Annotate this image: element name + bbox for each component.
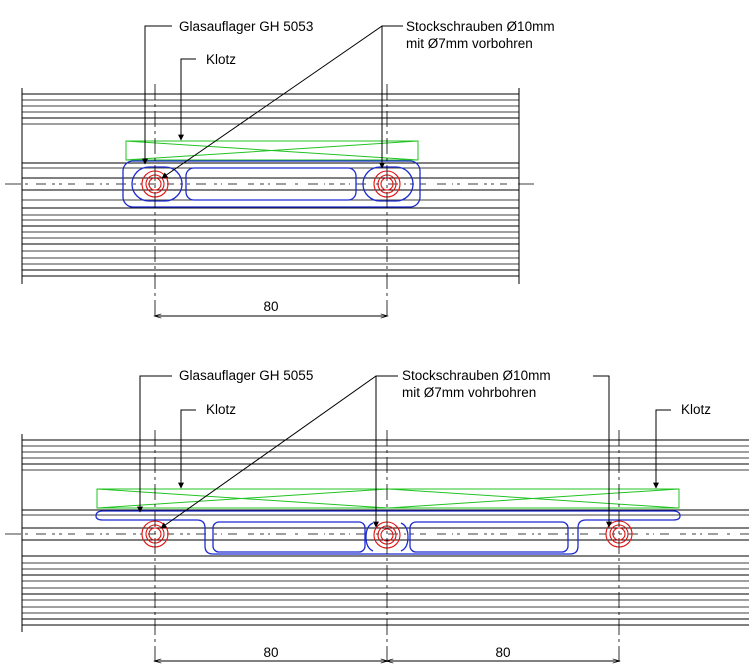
- top-leader-klotz: [178, 58, 196, 141]
- bottom-dimension-value-right: 80: [495, 645, 510, 660]
- bottom-label-klotz-left: Klotz: [206, 402, 236, 417]
- top-label-klotz: Klotz: [206, 52, 236, 67]
- top-leader-screws-left: [161, 25, 383, 179]
- bottom-leader-klotz-right: [653, 409, 671, 489]
- bottom-leader-screws-right: [593, 375, 612, 528]
- bottom-leader-klotz-left: [178, 409, 196, 489]
- bottom-label-screws-line1: Stockschrauben Ø10mm: [402, 368, 551, 383]
- top-drawing: Glasauflager GH 5053 Stockschrauben Ø10m…: [5, 19, 555, 320]
- bottom-label-klotz-right: Klotz: [681, 402, 711, 417]
- bottom-label-screws-line2: mit Ø7mm vohrbohren: [402, 385, 536, 400]
- bottom-leader-screws-left: [160, 375, 377, 529]
- top-profile-lines: [5, 88, 535, 284]
- top-label-support: Glasauflager GH 5053: [179, 19, 313, 34]
- top-leader-screws-right: [379, 25, 403, 169]
- bottom-glass-support: [95, 510, 681, 555]
- bottom-dimension-value-left: 80: [263, 645, 278, 660]
- top-label-screws-line2: mit Ø7mm vorbohren: [406, 36, 533, 51]
- bottom-profile-lines: [5, 434, 749, 632]
- bottom-block-klotz: [96, 488, 680, 509]
- bottom-label-support: Glasauflager GH 5055: [179, 368, 313, 383]
- top-leader-support: [142, 25, 172, 165]
- top-label-screws-line1: Stockschrauben Ø10mm: [406, 19, 555, 34]
- bottom-leader-support: [137, 375, 172, 513]
- bottom-drawing: Glasauflager GH 5055 Stockschrauben Ø10m…: [5, 368, 749, 664]
- top-glass-support: [122, 160, 421, 208]
- top-block-klotz: [125, 140, 419, 161]
- top-dimension-value: 80: [263, 299, 278, 314]
